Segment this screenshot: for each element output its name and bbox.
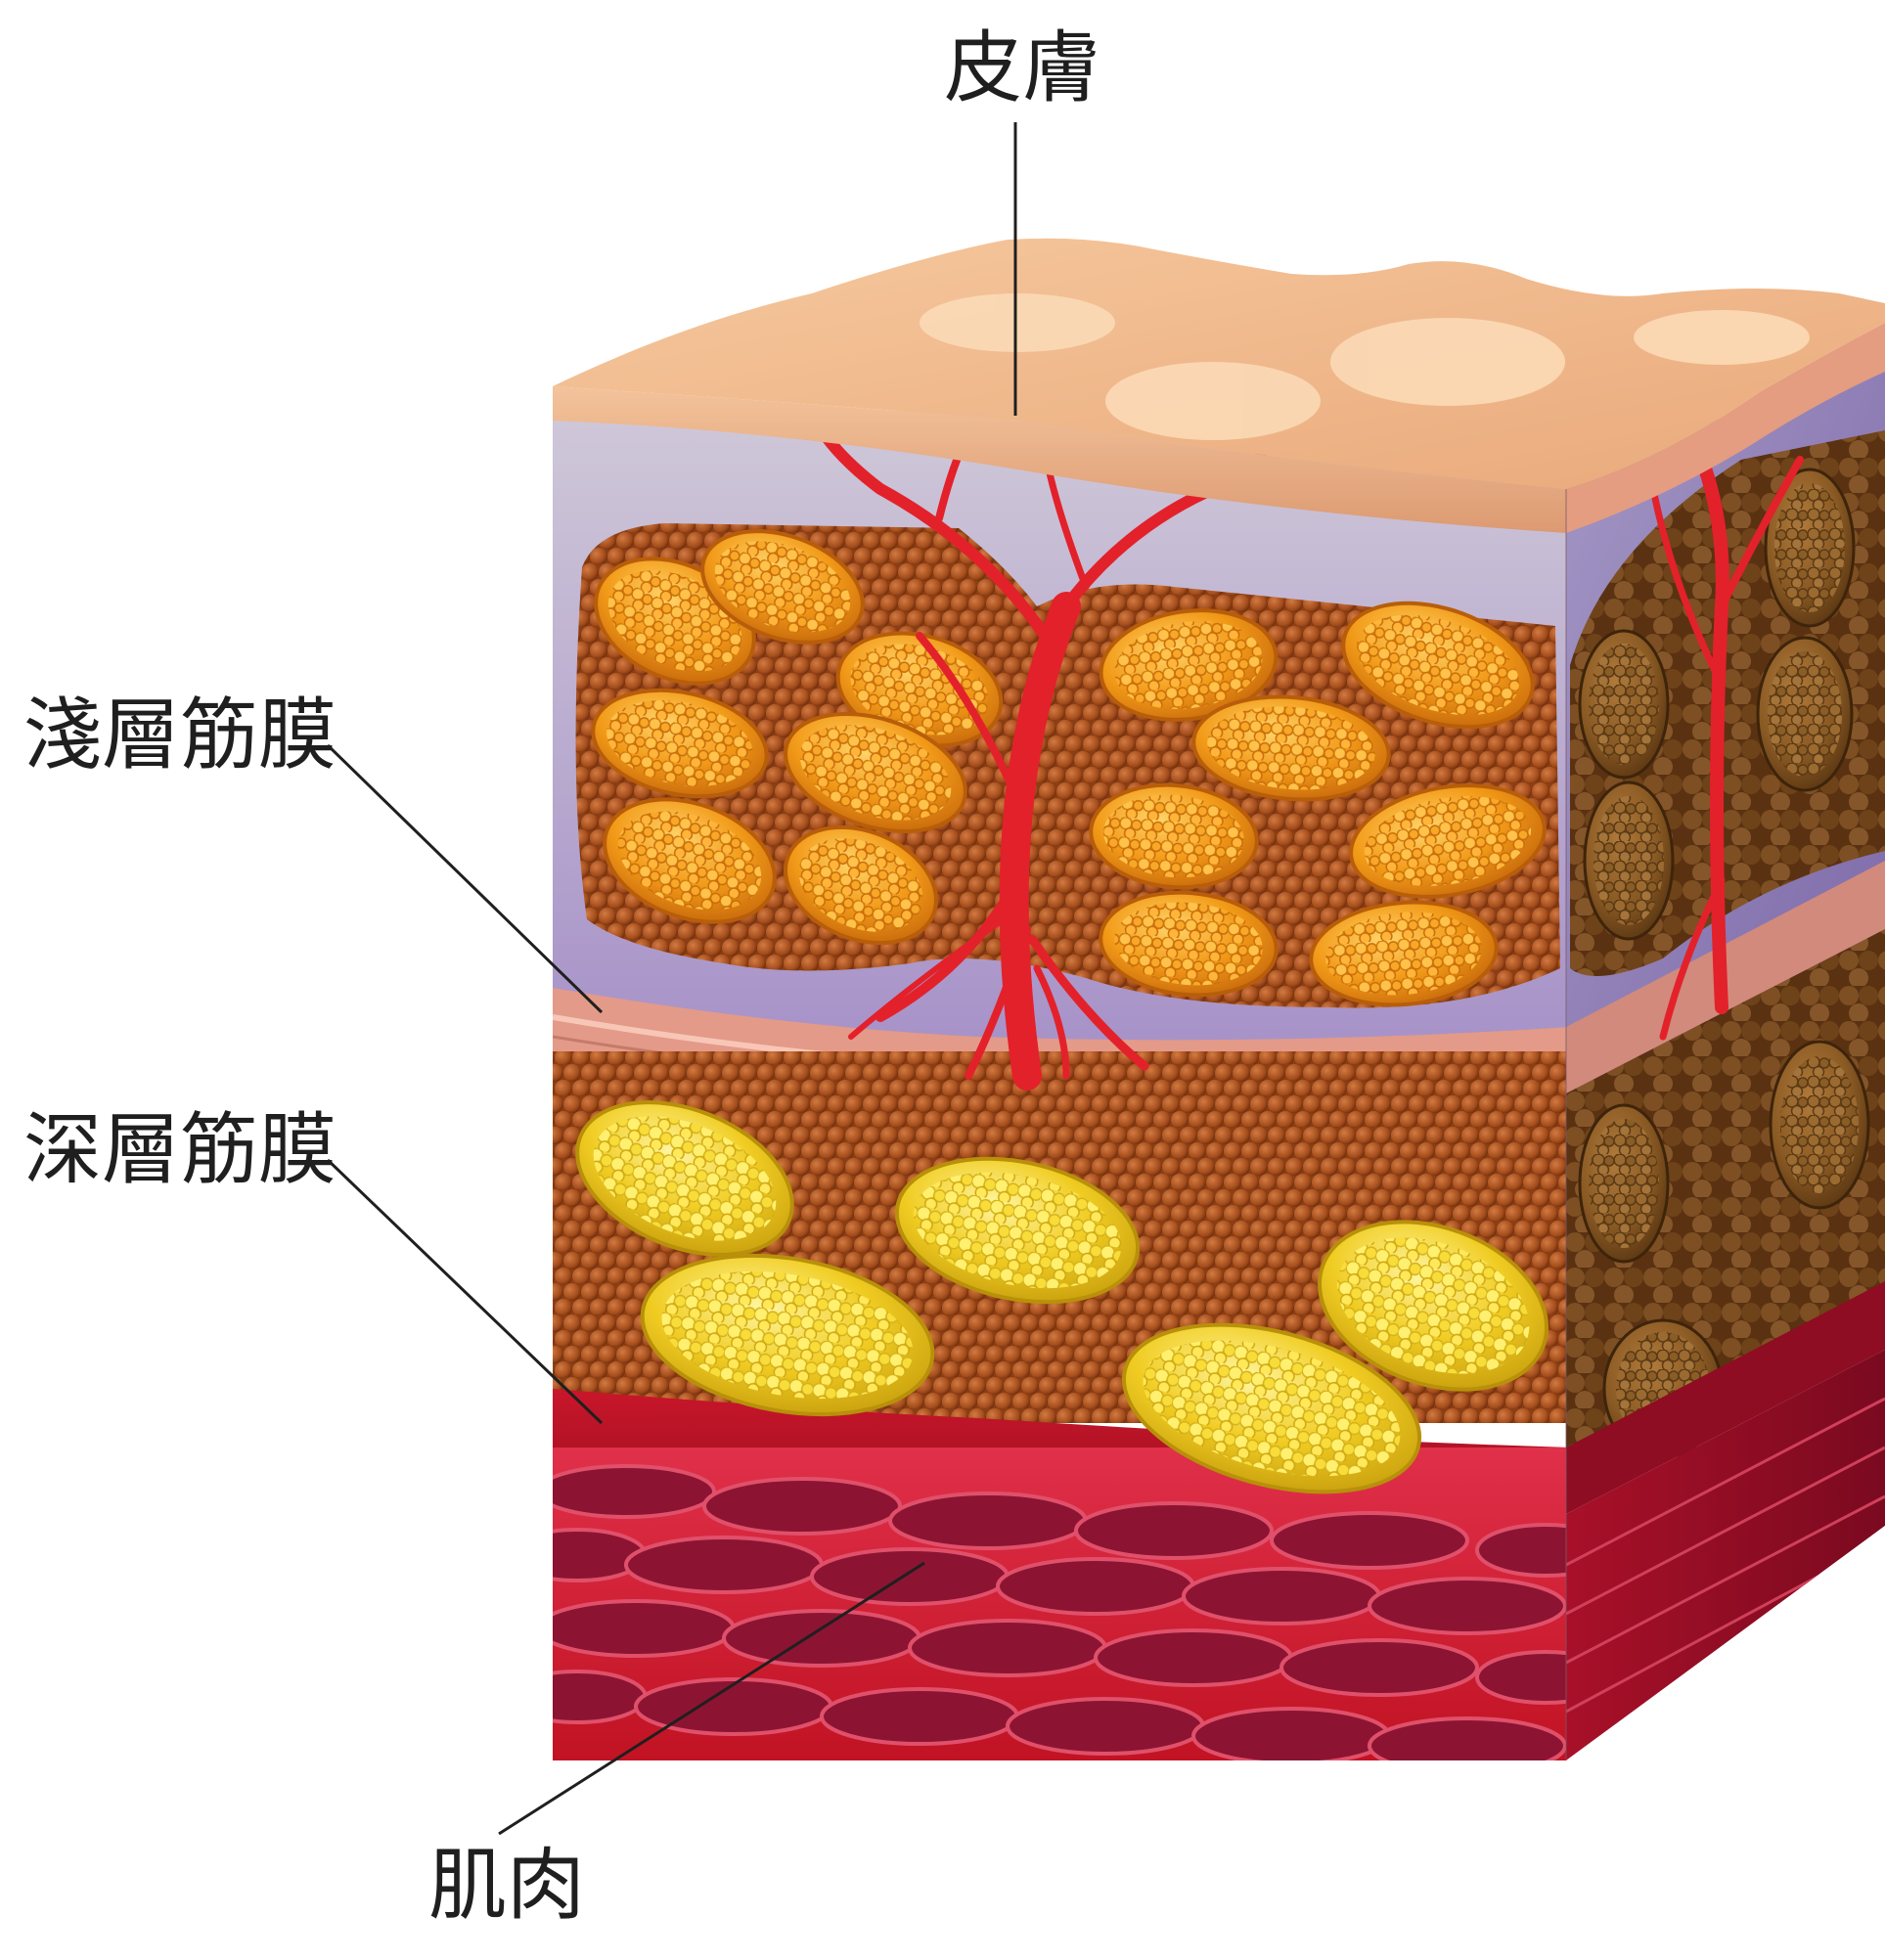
label-superficial-fascia: 淺層筋膜 — [23, 696, 337, 775]
label-deep-fascia: 深層筋膜 — [23, 1111, 337, 1189]
label-skin: 皮膚 — [944, 29, 1100, 108]
label-muscle: 肌肉 — [428, 1847, 585, 1925]
side-face — [1565, 333, 1885, 1760]
